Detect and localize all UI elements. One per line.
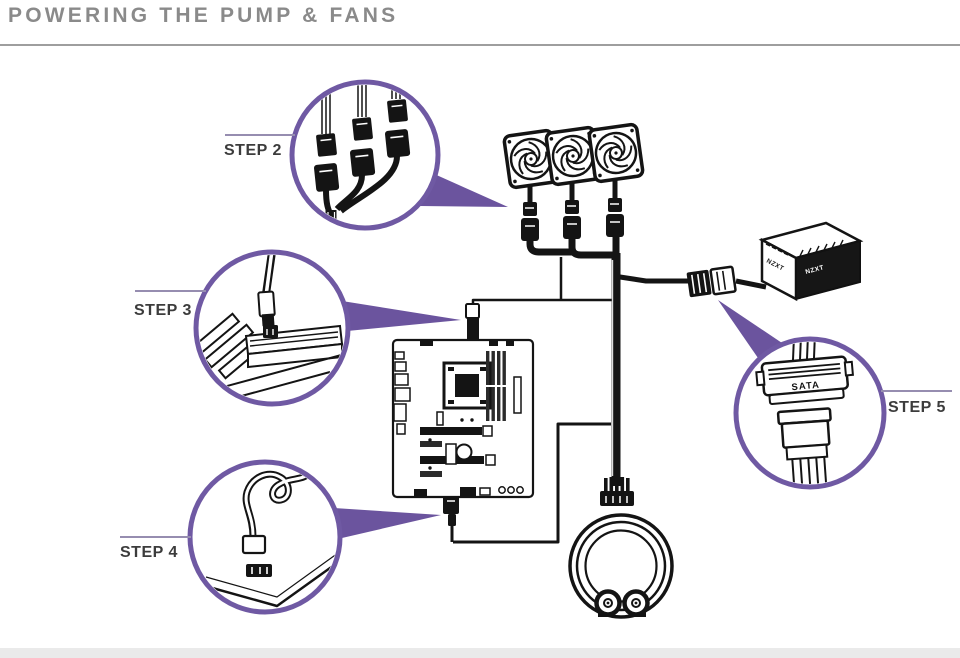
step-3-label: STEP 3 (134, 302, 192, 319)
callout-pointer-step2 (420, 173, 508, 207)
callout-pointer-step4 (329, 508, 441, 541)
cable-harness (450, 178, 767, 544)
peripheral-connector-icon (776, 407, 832, 484)
fan-splitter-connectors (521, 198, 624, 241)
psu-logo-text: NZXT (805, 264, 825, 276)
motherboard-illustration (391, 303, 535, 526)
step-2-label: STEP 2 (224, 142, 282, 159)
callout-art-fan-splitter (313, 85, 411, 225)
fan-icon (544, 125, 602, 187)
callout-art-sata-power: SATA (755, 342, 854, 484)
cpu-fan-header-connector (465, 303, 480, 341)
pump-port-icon (594, 589, 622, 617)
pump-cable-connector (600, 477, 634, 506)
callout-art-fan-header (199, 255, 345, 401)
title-divider (0, 44, 960, 46)
pump-port-icon (622, 589, 650, 617)
footer-band (0, 648, 960, 658)
callout-art-usb-cable (197, 465, 337, 608)
usb-header-connector (443, 496, 459, 526)
page-title: POWERING THE PUMP & FANS (8, 4, 399, 27)
psu-illustration: NZXT NZXT (758, 221, 864, 302)
step-4-label: STEP 4 (120, 544, 178, 561)
callout-pointer-step3 (337, 301, 461, 332)
callout-pointer-step5 (718, 300, 785, 358)
fan-icon (587, 122, 645, 184)
sata-connector-icon: SATA (755, 355, 854, 405)
sata-connector-pair (686, 265, 737, 298)
step-label-lines (120, 134, 952, 538)
sata-label-text: SATA (791, 380, 820, 393)
pump-illustration (568, 477, 674, 619)
fans-illustration (502, 122, 645, 190)
step-5-label: STEP 5 (888, 399, 946, 416)
